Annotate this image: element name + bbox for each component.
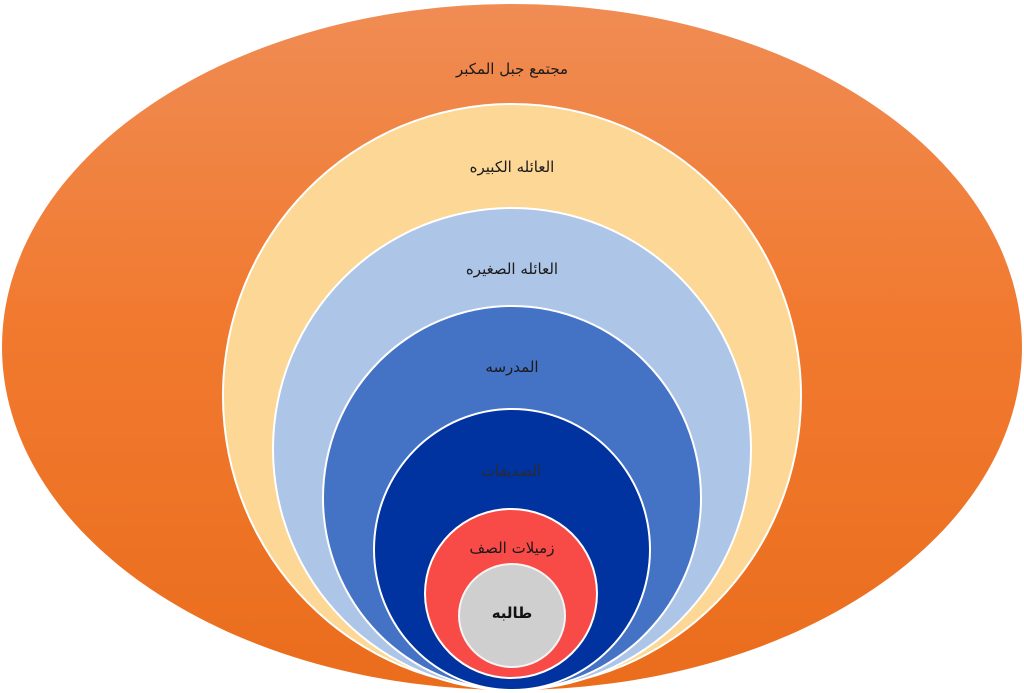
small-family-label: العائله الصغيره <box>465 260 559 278</box>
friends-label: الصديقات <box>480 462 542 480</box>
classmates-label: زميلات الصف <box>469 539 555 557</box>
school-label: المدرسه <box>485 358 539 376</box>
extended-family-label: العائله الكبيره <box>469 158 555 176</box>
student-circle <box>458 563 566 668</box>
student-label: طالبه <box>491 604 533 622</box>
community-label: مجتمع جبل المكبر <box>455 60 569 78</box>
